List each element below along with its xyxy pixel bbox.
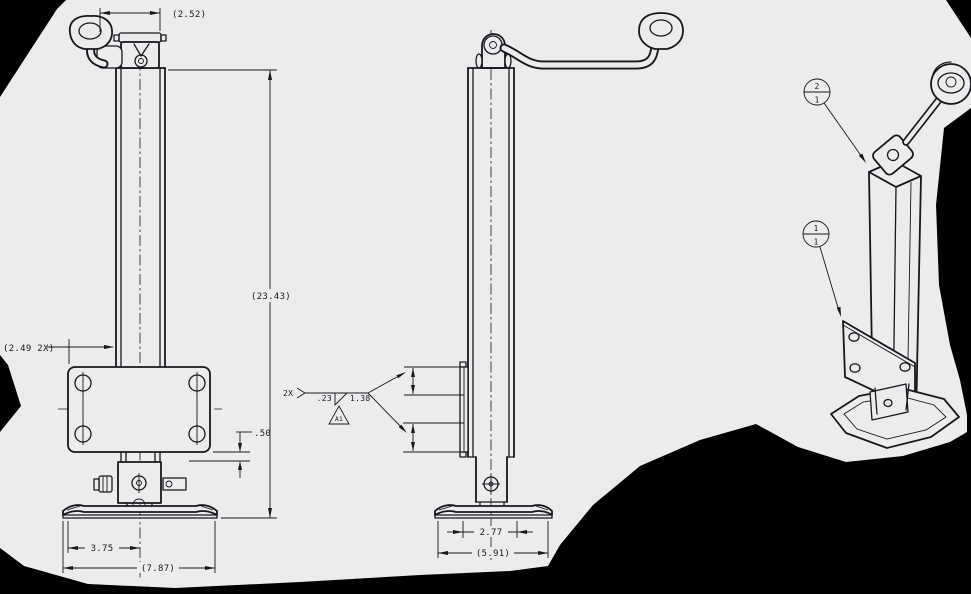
side-view: 2.77 (5.91) 2X [283,12,684,560]
dim-hole-spacing: (2.49 2X) [3,339,114,364]
dim-text-handle-width: (2.52) [172,10,206,20]
mounting-plate [67,366,211,453]
drop-leg [93,451,187,507]
plate-hole [188,372,206,394]
handle-knob [68,15,113,50]
pull-pin-knob [93,475,113,493]
iso-view: 2 1 1 1 [802,61,971,449]
inner-leg-side [475,456,508,507]
fillet-weld-symbol [334,392,348,407]
balloon-qty: 1 [814,96,819,105]
balloon-item-number: 2 [814,82,819,91]
dim-plate-to-leg: .50 [189,429,271,478]
weld-size: .23 [317,394,332,403]
crank-handle-front [68,15,113,69]
dim-text-leg-width: 2.77 [480,528,503,538]
front-view: (2.52) (23.43) (2.49 2X) [3,8,293,578]
dim-text-foot-overall: (7.87) [141,564,175,574]
dim-handle-width: (2.52) [99,8,206,32]
dim-foot-overall: (7.87) [62,521,216,574]
pin-tip [162,477,187,491]
plate-hole [188,423,206,445]
dim-leg-width: 2.77 [447,521,533,538]
foot-pad-side [434,504,553,519]
dim-text-foot-overall-side: (5.91) [476,549,510,559]
balloon-qty: 1 [813,238,818,247]
dim-overall-height: (23.43) [168,69,293,519]
flag-note-text: A1 [335,416,343,423]
iso-foot-pad [830,383,960,449]
dim-text-overall-height: (23.43) [251,292,291,302]
weld-extent-marks [403,366,464,453]
plate-hole [848,332,860,342]
flag-note-triangle [328,405,350,425]
dim-foot-overall-side: (5.91) [437,521,549,559]
outer-tube-side [467,67,515,458]
handle-knob [638,12,684,50]
dim-foot-center: 3.75 [67,521,140,554]
leg-pin-hole [883,398,893,408]
foot-pad [62,504,218,519]
plate-hole [74,372,92,394]
dim-text-plate-to-leg: .50 [254,429,271,439]
handle-knob [930,63,971,105]
plate-hole [899,362,911,372]
bevel-gear-notch [133,43,150,57]
weld-length: 1.38 [350,394,370,403]
crank-handle-side [499,12,684,70]
balloon-item-1: 1 1 [802,220,841,317]
weld-qty: 2X [283,389,293,398]
iso-crank-handle [902,61,971,146]
dim-text-hole-spacing: (2.49 2X) [3,344,54,354]
balloon-item-number: 1 [813,224,818,233]
plate-hole [849,363,861,373]
plate-hole [74,423,92,445]
plate-edge [459,361,469,458]
weld-callout: 2X .23 1.38 A1 [283,372,407,433]
dim-text-foot-center: 3.75 [91,544,114,554]
balloon-item-2: 2 1 [803,78,866,163]
